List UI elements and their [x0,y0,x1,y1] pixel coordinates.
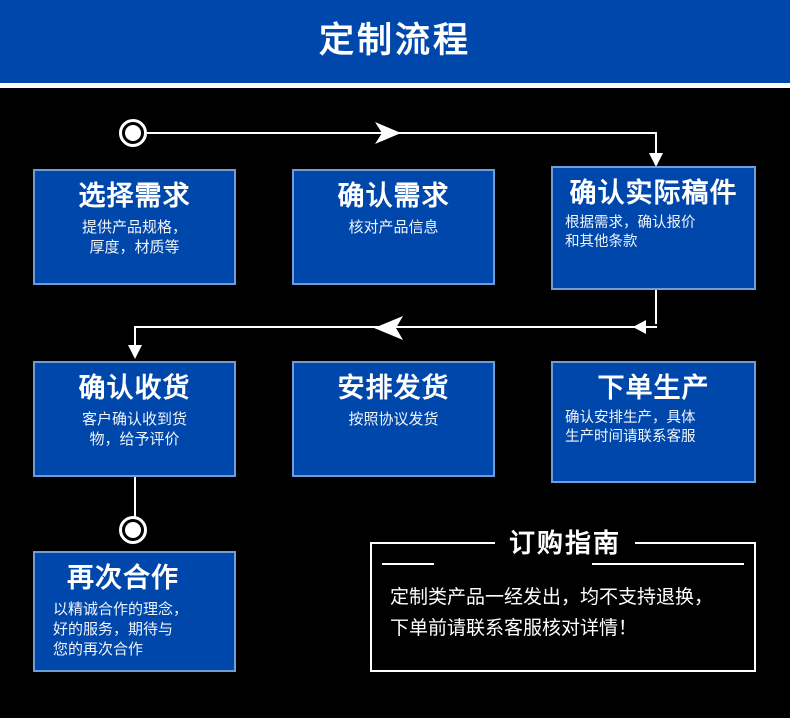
order-guide-title: 订购指南 [494,531,635,557]
flow-step-select-need[interactable]: 选择需求 提供产品规格， 厚度，材质等 [33,169,236,285]
connector-mid-left-vertical [134,326,136,346]
guide-title-wrap: 订购指南 [372,524,758,564]
order-guide-body: 定制类产品一经发出，均不支持退换， 下单前请联系客服核对详情！ [390,582,740,644]
flow-step-title: 确认实际稿件 [569,178,738,209]
connector-bottom-left-vertical [134,477,136,518]
order-guide-line-1: 定制类产品一经发出，均不支持退换， [390,586,714,608]
flow-step-desc: 以精诚合作的理念， 好的服务，期待与 您的再次合作 [53,599,189,659]
page-title: 定制流程 [318,21,471,61]
arrow-down-icon-into-receipt [128,345,142,359]
guide-rule-left [382,563,434,565]
flow-step-title: 选择需求 [78,181,191,212]
flow-end-marker-icon [119,516,147,544]
flow-step-desc: 核对产品信息 [348,217,439,236]
guide-rule-right [592,563,744,565]
flow-step-desc: 确认安排生产，具体 生产时间请联系客服 [565,409,696,446]
flow-step-title: 下单生产 [597,373,710,404]
flow-step-desc: 根据需求，确认报价 和其他条款 [565,214,696,251]
flow-step-place-order[interactable]: 下单生产 确认安排生产，具体 生产时间请联系客服 [551,361,756,483]
flow-step-desc: 按照协议发货 [348,409,439,428]
order-guide-line-2: 下单前请联系客服核对详情！ [390,616,638,639]
connector-top-horizontal [147,132,657,134]
flow-step-desc: 提供产品规格， 厚度，材质等 [81,217,187,256]
connector-mid-right-vertical [655,290,657,324]
flow-step-title: 确认需求 [337,181,450,212]
flow-step-confirm-need[interactable]: 确认需求 核对产品信息 [292,169,495,285]
flow-step-cooperate[interactable]: 再次合作 以精诚合作的理念， 好的服务，期待与 您的再次合作 [33,551,236,672]
flow-step-desc: 客户确认收到货 物，给予评价 [81,409,187,448]
flow-step-confirm-draft[interactable]: 确认实际稿件 根据需求，确认报价 和其他条款 [551,166,756,290]
flow-step-title: 确认收货 [78,373,191,404]
flow-step-title: 安排发货 [337,373,450,404]
arrow-left-icon-mid-right [633,320,646,334]
arrow-right-icon-top [375,122,401,144]
header-divider [0,83,790,88]
arrow-down-icon-into-draft [649,153,663,167]
flow-start-marker-icon [119,119,147,147]
flow-step-title: 再次合作 [67,563,179,594]
connector-top-right-vertical [655,132,657,154]
header-banner: 定制流程 [0,0,790,83]
flow-step-confirm-receipt[interactable]: 确认收货 客户确认收到货 物，给予评价 [33,361,236,477]
order-guide-panel: 订购指南 定制类产品一经发出，均不支持退换， 下单前请联系客服核对详情！ [370,531,756,672]
arrow-left-icon-mid [374,316,403,340]
flow-step-arrange-ship[interactable]: 安排发货 按照协议发货 [292,361,495,477]
